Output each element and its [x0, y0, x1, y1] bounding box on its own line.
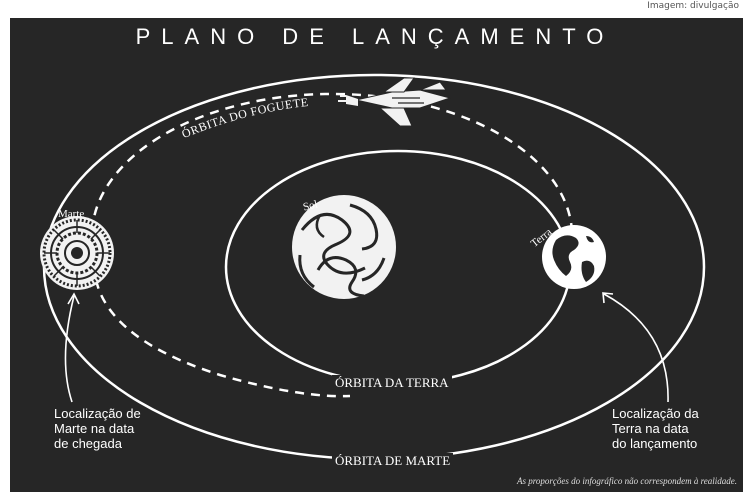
mars-location-arrow [64, 292, 80, 403]
rocket-trajectory [90, 92, 574, 241]
mars-location-note-line: Localização de [54, 406, 141, 421]
earth-orbit [224, 149, 572, 385]
earth-location-note: Localização da Terra na data do lançamen… [612, 406, 699, 451]
mars-location-note: Localização de Marte na data de chegada [54, 406, 141, 451]
image-credit: Imagem: divulgação [647, 1, 739, 11]
mars-label: Marte [58, 208, 85, 220]
top-strip: Imagem: divulgação [0, 0, 745, 18]
earth-location-note-line: Terra na data [612, 421, 689, 436]
earth-location-note-line: do lançamento [612, 436, 698, 451]
sun-icon [292, 195, 396, 299]
mars-orbit-label: ÓRBITA DE MARTE [332, 453, 454, 469]
disclaimer: As proporções do infográfico não corresp… [517, 476, 737, 486]
mars-location-note-line: Marte na data [54, 421, 135, 436]
earth-icon [542, 225, 606, 289]
mars-icon [40, 216, 114, 290]
rocket-trajectory-lower [94, 279, 351, 398]
earth-location-note-line: Localização da [612, 406, 699, 421]
rocket-icon [338, 77, 452, 127]
earth-location-arrow [602, 292, 669, 403]
earth-orbit-label: ÓRBITA DA TERRA [332, 375, 452, 391]
mars-location-note-line: de chegada [54, 436, 122, 451]
page-title: PLANO DE LANÇAMENTO [135, 24, 615, 49]
